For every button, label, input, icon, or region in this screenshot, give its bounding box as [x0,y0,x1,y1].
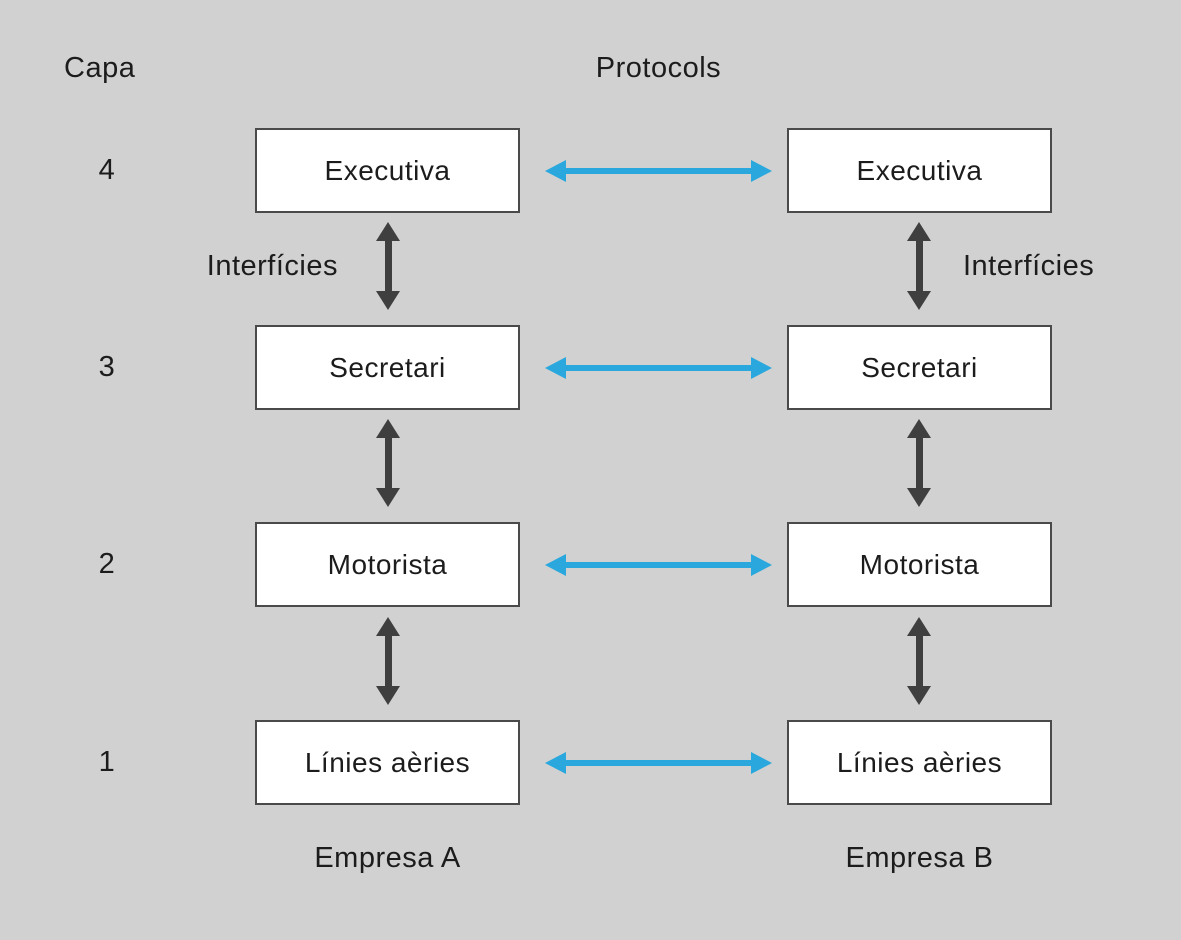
layer-box-a-linies-aeries: Línies aèries [255,720,520,805]
layer-box-b-executiva: Executiva [787,128,1052,213]
arrow-up-head [376,419,400,438]
protocol-arrow-icon [545,355,772,381]
arrow-shaft [915,438,923,488]
layer-box-label: Motorista [859,548,980,580]
arrow-right-head [751,357,772,379]
interface-arrow-icon [375,617,401,705]
protocols-label: Protocols [595,52,722,84]
layer-box-b-secretari: Secretari [787,325,1052,410]
arrow-left-head [545,554,566,576]
arrow-left-head [545,357,566,379]
interface-arrow-icon [906,222,932,310]
layer-number-3: 3 [98,351,116,383]
protocol-arrow-icon [545,750,772,776]
arrow-shaft [566,760,751,766]
layer-box-label: Línies aèries [304,746,471,778]
arrow-right-head [751,554,772,576]
arrow-shaft [566,562,751,568]
capa-column-label: Capa [64,52,136,84]
layer-box-a-motorista: Motorista [255,522,520,607]
arrow-up-head [376,617,400,636]
arrow-down-head [376,488,400,507]
layer-box-b-linies-aeries: Línies aèries [787,720,1052,805]
arrow-shaft [915,241,923,291]
arrow-shaft [566,168,751,174]
protocol-arrow-icon [545,552,772,578]
arrow-up-head [907,617,931,636]
layer-number-4: 4 [98,154,116,186]
layer-box-label: Executiva [324,154,451,186]
layer-box-b-motorista: Motorista [787,522,1052,607]
arrow-down-head [907,291,931,310]
arrow-down-head [907,488,931,507]
interface-arrow-icon [375,222,401,310]
layer-number-2: 2 [98,548,116,580]
company-a-label: Empresa A [314,842,461,874]
arrow-shaft [384,241,392,291]
arrow-shaft [915,636,923,686]
layer-box-label: Secretari [861,351,978,383]
arrow-right-head [751,752,772,774]
arrow-up-head [907,222,931,241]
interface-arrow-icon [375,419,401,507]
interface-arrow-icon [906,617,932,705]
arrow-left-head [545,160,566,182]
arrow-shaft [384,636,392,686]
arrow-right-head [751,160,772,182]
arrow-down-head [376,686,400,705]
arrow-up-head [376,222,400,241]
arrow-shaft [384,438,392,488]
interficies-label-left: Interfícies [206,250,338,282]
layer-box-label: Línies aèries [836,746,1003,778]
arrow-down-head [376,291,400,310]
layer-number-1: 1 [98,746,116,778]
layer-box-label: Executiva [856,154,983,186]
interficies-label-right: Interfícies [963,250,1095,282]
arrow-up-head [907,419,931,438]
layer-box-label: Secretari [329,351,446,383]
arrow-left-head [545,752,566,774]
layer-box-a-executiva: Executiva [255,128,520,213]
company-b-label: Empresa B [845,842,994,874]
layer-box-a-secretari: Secretari [255,325,520,410]
arrow-shaft [566,365,751,371]
interface-arrow-icon [906,419,932,507]
arrow-down-head [907,686,931,705]
layer-box-label: Motorista [327,548,448,580]
protocol-arrow-icon [545,158,772,184]
